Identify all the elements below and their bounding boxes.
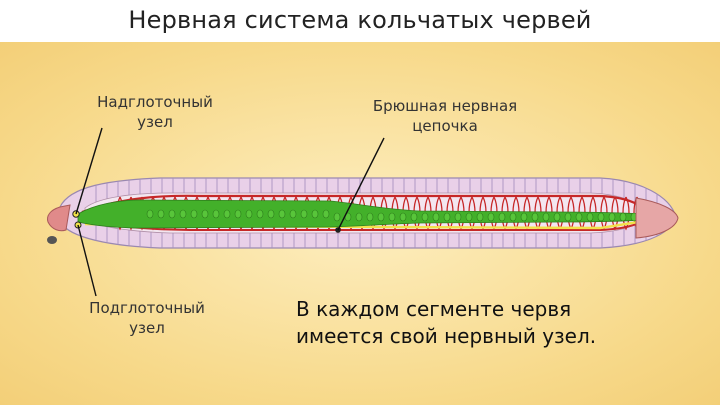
mouth-tip [47, 236, 57, 244]
segment-ganglion [509, 212, 517, 222]
segment-ganglion [366, 212, 374, 222]
segment-ganglion [487, 212, 495, 222]
note-line: В каждом сегменте червя [296, 297, 572, 321]
worm-tail [635, 197, 679, 239]
segment-ganglion [355, 212, 363, 222]
segment-ganglion [300, 209, 308, 219]
segment-ganglion [564, 212, 572, 222]
segment-ganglion [388, 212, 396, 222]
segment-ganglion [421, 212, 429, 222]
segment-ganglion [553, 212, 561, 222]
worm-head [47, 204, 71, 232]
segment-ganglion [465, 212, 473, 222]
label-line: Брюшная нервная [372, 97, 518, 115]
segment-ganglion [201, 209, 209, 219]
segment-ganglion [619, 212, 627, 222]
segment-ganglion [289, 209, 297, 219]
segment-ganglion [608, 212, 616, 222]
segment-ganglion [223, 209, 231, 219]
label-line: узел [137, 113, 173, 132]
segment-ganglion [399, 212, 407, 222]
page-title: Нервная система кольчатых червей [128, 6, 592, 34]
segment-ganglion [531, 212, 539, 222]
segment-ganglion [586, 212, 594, 222]
label-ventral-nerve-chain: Брюшная нервная цепочка [345, 96, 545, 137]
segment-ganglion [267, 209, 275, 219]
segment-ganglion [168, 209, 176, 219]
segment-ganglion [575, 212, 583, 222]
segment-ganglion [278, 209, 286, 219]
segment-ganglia [146, 209, 638, 222]
label-line: Подглоточный [89, 299, 205, 317]
segment-ganglion [542, 212, 550, 222]
segment-ganglion [432, 212, 440, 222]
segment-ganglion [520, 212, 528, 222]
segment-ganglion [498, 212, 506, 222]
segment-ganglion [179, 209, 187, 219]
segment-ganglion [322, 209, 330, 219]
segment-ganglion [454, 212, 462, 222]
segment-ganglion [443, 212, 451, 222]
label-line: узел [129, 319, 165, 338]
vessel-loop [622, 196, 630, 231]
segment-ganglion [597, 212, 605, 222]
segment-ganglion [333, 212, 341, 222]
segment-ganglion [476, 212, 484, 222]
segment-ganglion [410, 212, 418, 222]
label-line: Надглоточный [97, 93, 213, 111]
segment-note: В каждом сегменте червя имеется свой нер… [296, 296, 696, 350]
segment-ganglion [146, 209, 154, 219]
segment-ganglion [212, 209, 220, 219]
label-line: цепочка [412, 117, 478, 136]
segment-ganglion [190, 209, 198, 219]
pointer-supraesophageal [75, 127, 103, 215]
label-subesophageal-ganglion: Подглоточный узел [62, 298, 232, 339]
note-line: имеется свой нервный узел. [296, 324, 597, 348]
pointer-subesophageal [77, 224, 97, 297]
segment-ganglion [311, 209, 319, 219]
pointer-ventral-chain [337, 137, 385, 231]
segment-ganglion [234, 209, 242, 219]
label-supraesophageal-ganglion: Надглоточный узел [70, 92, 240, 133]
segment-ganglion [377, 212, 385, 222]
segment-ganglion [256, 209, 264, 219]
segment-ganglion [157, 209, 165, 219]
segment-ganglion [245, 209, 253, 219]
